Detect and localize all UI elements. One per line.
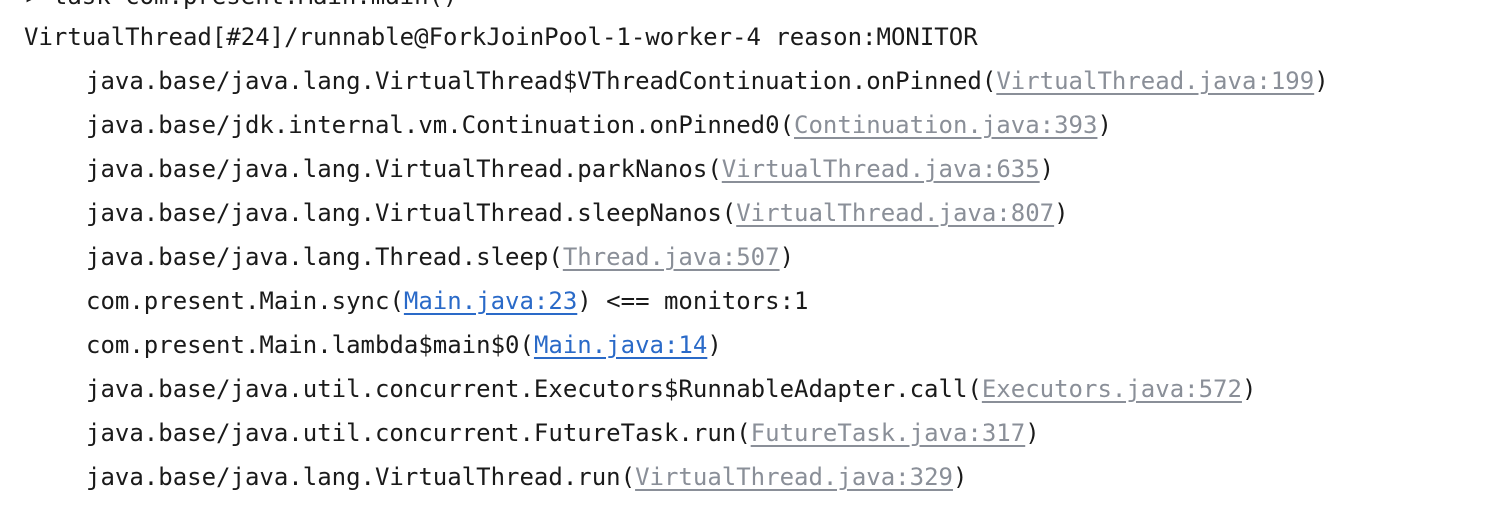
source-link[interactable]: Main.java:14 [533,331,708,359]
frame-method: java.base/java.lang.VirtualThread.parkNa… [86,155,708,183]
close-paren: ) [1241,375,1257,403]
open-paren: ( [707,155,722,183]
stack-frame: java.base/java.util.concurrent.Executors… [86,367,1329,411]
frame-method: java.base/java.lang.Thread.sleep [86,243,549,271]
stack-frame: java.base/jdk.internal.vm.Continuation.o… [86,103,1329,147]
frame-method: java.base/java.util.concurrent.FutureTas… [86,419,737,447]
frame-method: java.base/java.lang.VirtualThread$VThrea… [86,67,982,95]
close-paren: ) [952,463,968,491]
source-link[interactable]: Main.java:23 [403,287,578,315]
open-paren: ( [548,243,563,271]
close-paren: ) [1039,155,1055,183]
open-paren: ( [779,111,795,139]
stack-frame: java.base/java.lang.VirtualThread$VThrea… [86,59,1329,103]
stack-frame: com.present.Main.sync(Main.java:23) <== … [86,279,1329,323]
stack-frame: java.base/java.lang.VirtualThread.run(Vi… [86,455,1329,499]
source-link[interactable]: VirtualThread.java:635 [721,155,1040,183]
stack-frame: com.present.Main.lambda$main$0(Main.java… [86,323,1329,367]
close-paren: ) [1314,67,1329,95]
close-paren: ) [1054,199,1069,227]
frame-method: java.base/java.lang.VirtualThread.sleepN… [86,199,722,227]
open-paren: ( [389,287,404,315]
source-link[interactable]: VirtualThread.java:199 [996,67,1315,95]
frame-method: com.present.Main.lambda$main$0 [86,331,520,359]
thread-header: VirtualThread[#24]/runnable@ForkJoinPool… [24,23,978,51]
source-link[interactable]: FutureTask.java:317 [750,419,1026,447]
open-paren: ( [721,199,737,227]
source-link[interactable]: Executors.java:572 [981,375,1242,403]
frame-method: java.base/jdk.internal.vm.Continuation.o… [86,111,780,139]
stack-frame: java.base/java.util.concurrent.FutureTas… [86,411,1329,455]
monitor-annotation: <== monitors:1 [591,287,809,315]
stack-frames: java.base/java.lang.VirtualThread$VThrea… [86,59,1329,499]
close-paren: ) [577,287,592,315]
frame-method: java.base/java.lang.VirtualThread.run [86,463,621,491]
frame-method: java.base/java.util.concurrent.Executors… [86,375,968,403]
open-paren: ( [736,419,751,447]
frame-method: com.present.Main.sync [86,287,390,315]
clipped-previous-line: ▸ task com.present.Main.main() [24,0,457,18]
close-paren: ) [1025,419,1040,447]
source-link[interactable]: Continuation.java:393 [794,111,1098,139]
source-link[interactable]: Thread.java:507 [562,243,780,271]
stack-frame: java.base/java.lang.VirtualThread.sleepN… [86,191,1329,235]
open-paren: ( [620,463,636,491]
source-link[interactable]: VirtualThread.java:807 [736,199,1055,227]
close-paren: ) [1097,111,1112,139]
open-paren: ( [981,67,997,95]
open-paren: ( [519,331,534,359]
source-link[interactable]: VirtualThread.java:329 [635,463,953,491]
stack-frame: java.base/java.lang.Thread.sleep(Thread.… [86,235,1329,279]
stack-frame: java.base/java.lang.VirtualThread.parkNa… [86,147,1329,191]
open-paren: ( [967,375,982,403]
close-paren: ) [779,243,795,271]
close-paren: ) [707,331,722,359]
